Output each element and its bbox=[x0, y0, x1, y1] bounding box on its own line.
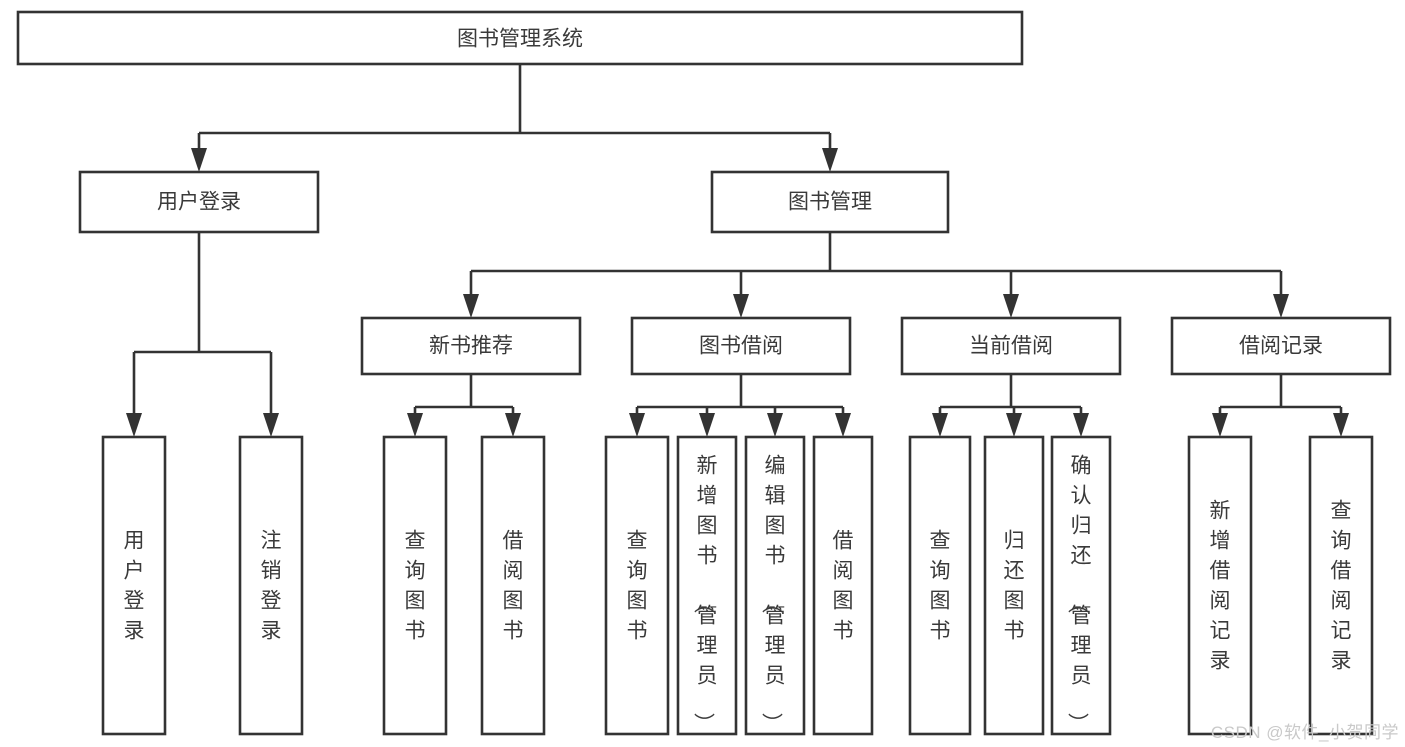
node-leaf-add-record-box[interactable] bbox=[1187, 435, 1253, 736]
arrow-icon-leaf-return-book bbox=[1006, 413, 1022, 437]
node-leaf-return-book-label: 归还图书 bbox=[1004, 530, 1025, 643]
node-borrow-record[interactable]: 借阅记录 bbox=[1170, 316, 1392, 376]
node-new-book-rec-box[interactable] bbox=[360, 316, 582, 376]
node-leaf-query-record-label: 查询借阅记录 bbox=[1331, 500, 1352, 673]
node-book-borrow-box[interactable] bbox=[630, 316, 852, 376]
node-leaf-confirm-return-box[interactable] bbox=[1050, 435, 1112, 736]
node-user-login-label: 用户登录 bbox=[157, 191, 241, 214]
connector-layer bbox=[126, 64, 1349, 437]
node-leaf-user-login[interactable]: 用户登录 bbox=[101, 435, 167, 736]
node-leaf-borrow-book-2-box[interactable] bbox=[812, 435, 874, 736]
arrow-icon-current-borrow bbox=[1003, 294, 1019, 318]
node-leaf-query-record[interactable]: 查询借阅记录 bbox=[1308, 435, 1374, 736]
node-book-manage[interactable]: 图书管理 bbox=[710, 170, 950, 234]
node-leaf-user-login-box[interactable] bbox=[101, 435, 167, 736]
node-leaf-query-book-2-label: 查询图书 bbox=[627, 530, 648, 643]
node-leaf-edit-book-label: 编辑图书（管理员） bbox=[760, 455, 786, 734]
node-leaf-add-record[interactable]: 新增借阅记录 bbox=[1187, 435, 1253, 736]
node-leaf-borrow-book-1-label: 借阅图书 bbox=[503, 530, 524, 643]
node-leaf-borrow-book-2-label: 借阅图书 bbox=[833, 530, 854, 643]
node-leaf-query-book-2-box[interactable] bbox=[604, 435, 670, 736]
node-current-borrow-label: 当前借阅 bbox=[969, 335, 1053, 358]
arrow-icon-leaf-borrow-book-2 bbox=[835, 413, 851, 437]
node-leaf-edit-book-box[interactable] bbox=[744, 435, 806, 736]
node-leaf-add-book-box[interactable] bbox=[676, 435, 738, 736]
arrow-icon-leaf-user-login bbox=[126, 413, 142, 437]
node-book-manage-label: 图书管理 bbox=[788, 191, 872, 214]
node-leaf-borrow-book-2[interactable]: 借阅图书 bbox=[812, 435, 874, 736]
arrow-icon-borrow-record bbox=[1273, 294, 1289, 318]
node-leaf-query-book-1[interactable]: 查询图书 bbox=[382, 435, 448, 736]
node-leaf-confirm-return-label: 确认归还（管理员） bbox=[1066, 455, 1092, 734]
arrow-icon-user-login bbox=[191, 148, 207, 172]
node-leaf-logout-box[interactable] bbox=[238, 435, 304, 736]
arrow-icon-new-book-rec bbox=[463, 294, 479, 318]
arrow-icon-leaf-query-book-2 bbox=[629, 413, 645, 437]
node-current-borrow-box[interactable] bbox=[900, 316, 1122, 376]
arrow-icon-leaf-confirm-return bbox=[1073, 413, 1089, 437]
node-root-label: 图书管理系统 bbox=[457, 28, 583, 51]
node-leaf-borrow-book-1[interactable]: 借阅图书 bbox=[480, 435, 546, 736]
node-leaf-borrow-book-1-box[interactable] bbox=[480, 435, 546, 736]
node-leaf-add-record-label: 新增借阅记录 bbox=[1210, 500, 1231, 673]
node-user-login-box[interactable] bbox=[78, 170, 320, 234]
node-new-book-rec[interactable]: 新书推荐 bbox=[360, 316, 582, 376]
node-leaf-query-book-3[interactable]: 查询图书 bbox=[908, 435, 972, 736]
node-leaf-logout[interactable]: 注销登录 bbox=[238, 435, 304, 736]
node-book-manage-box[interactable] bbox=[710, 170, 950, 234]
node-root[interactable]: 图书管理系统 bbox=[16, 10, 1024, 66]
arrow-icon-leaf-query-book-3 bbox=[932, 413, 948, 437]
node-new-book-rec-label: 新书推荐 bbox=[429, 335, 513, 358]
node-leaf-return-book[interactable]: 归还图书 bbox=[983, 435, 1045, 736]
arrow-icon-leaf-logout bbox=[263, 413, 279, 437]
node-leaf-add-book[interactable]: 新增图书（管理员） bbox=[676, 435, 738, 736]
node-leaf-query-book-3-label: 查询图书 bbox=[930, 530, 951, 643]
node-leaf-confirm-return[interactable]: 确认归还（管理员） bbox=[1050, 435, 1112, 736]
node-current-borrow[interactable]: 当前借阅 bbox=[900, 316, 1122, 376]
arrow-icon-leaf-query-book-1 bbox=[407, 413, 423, 437]
node-leaf-user-login-label: 用户登录 bbox=[124, 530, 145, 643]
node-leaf-add-book-label: 新增图书（管理员） bbox=[692, 455, 718, 734]
arrow-icon-leaf-borrow-book-1 bbox=[505, 413, 521, 437]
arrow-icon-leaf-edit-book bbox=[767, 413, 783, 437]
node-book-borrow[interactable]: 图书借阅 bbox=[630, 316, 852, 376]
node-root-box[interactable] bbox=[16, 10, 1024, 66]
arrow-icon-book-borrow bbox=[733, 294, 749, 318]
node-leaf-logout-label: 注销登录 bbox=[261, 530, 282, 643]
node-leaf-query-book-2[interactable]: 查询图书 bbox=[604, 435, 670, 736]
node-book-borrow-label: 图书借阅 bbox=[699, 335, 783, 358]
arrow-icon-leaf-query-record bbox=[1333, 413, 1349, 437]
node-leaf-query-book-3-box[interactable] bbox=[908, 435, 972, 736]
arrow-icon-leaf-add-book bbox=[699, 413, 715, 437]
arrow-icon-book-manage bbox=[822, 148, 838, 172]
node-user-login[interactable]: 用户登录 bbox=[78, 170, 320, 234]
node-leaf-return-book-box[interactable] bbox=[983, 435, 1045, 736]
node-borrow-record-box[interactable] bbox=[1170, 316, 1392, 376]
node-leaf-query-book-1-label: 查询图书 bbox=[405, 530, 426, 643]
node-leaf-query-book-1-box[interactable] bbox=[382, 435, 448, 736]
leaf-node-layer: 用户登录 注销登录 查询图书 借阅图书 查询图书 新增图书（管理员） 编辑图书（管理员） 借阅… bbox=[101, 435, 1374, 736]
node-leaf-query-record-box[interactable] bbox=[1308, 435, 1374, 736]
arrow-icon-leaf-add-record bbox=[1212, 413, 1228, 437]
node-leaf-edit-book[interactable]: 编辑图书（管理员） bbox=[744, 435, 806, 736]
node-borrow-record-label: 借阅记录 bbox=[1239, 335, 1323, 358]
